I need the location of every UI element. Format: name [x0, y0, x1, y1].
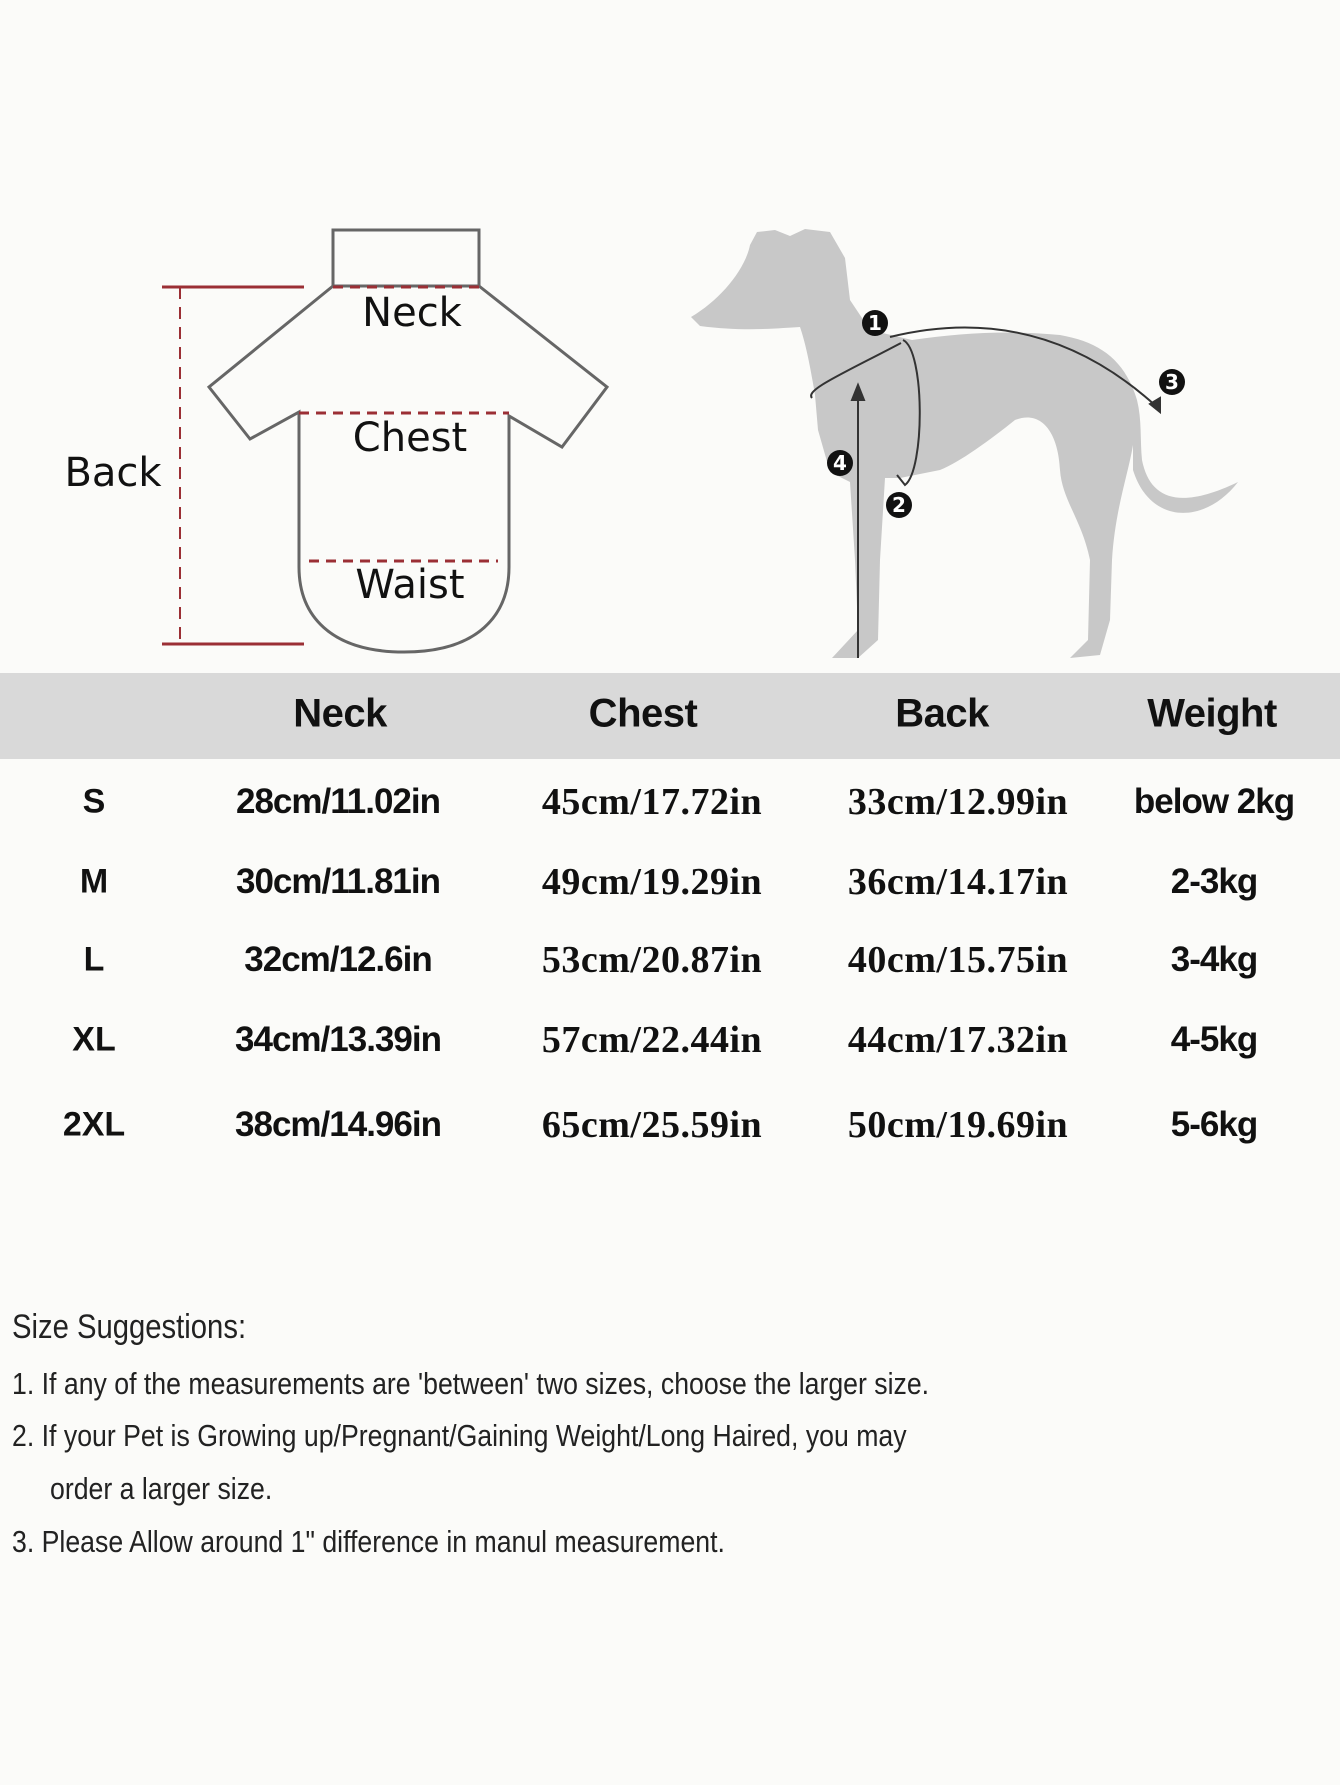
garment-label-neck: Neck [362, 290, 462, 336]
table-header-band [0, 673, 1340, 759]
cell-size: XL [72, 1020, 116, 1059]
cell-back: 33cm/12.99in [847, 781, 1069, 823]
cell-weight: 4-5kg [1170, 1020, 1258, 1059]
cell-size: 2XL [62, 1105, 126, 1144]
dog-marker-3: 3 [1159, 369, 1185, 395]
cell-chest: 45cm/17.72in [541, 781, 763, 823]
suggestions-title: Size Suggestions: [12, 1308, 247, 1346]
dog-measure-lines [810, 326, 1161, 658]
suggestion-3: 3. Please Allow around 1" difference in … [12, 1524, 725, 1559]
suggestion-2: 2. If your Pet is Growing up/Pregnant/Ga… [12, 1418, 907, 1453]
cell-chest: 49cm/19.29in [541, 861, 763, 903]
suggestion-1: 1. If any of the measurements are 'betwe… [12, 1366, 930, 1401]
cell-neck: 38cm/14.96in [235, 1105, 442, 1144]
dog-marker-1: 1 [862, 310, 888, 336]
cell-weight: 2-3kg [1170, 862, 1258, 901]
cell-neck: 32cm/12.6in [244, 940, 432, 979]
garment-measure-lines [162, 285, 509, 646]
garment-label-back: Back [64, 450, 162, 496]
cell-chest: 57cm/22.44in [541, 1019, 763, 1061]
suggestion-2-continued: order a larger size. [50, 1471, 273, 1506]
cell-weight: 5-6kg [1170, 1105, 1258, 1144]
dog-silhouette [691, 229, 1238, 658]
header-neck: Neck [293, 691, 387, 736]
cell-size: L [83, 940, 105, 979]
svg-text:3: 3 [1165, 370, 1179, 394]
cell-weight: below 2kg [1133, 782, 1295, 821]
header-back: Back [895, 691, 989, 736]
cell-weight: 3-4kg [1170, 940, 1258, 979]
svg-text:1: 1 [868, 311, 882, 335]
cell-neck: 34cm/13.39in [235, 1020, 442, 1059]
garment-label-chest: Chest [352, 415, 468, 461]
measurement-diagram: 1 2 3 4 [162, 228, 1238, 658]
dog-marker-4: 4 [827, 450, 853, 476]
dog-marker-2: 2 [886, 492, 912, 518]
svg-text:2: 2 [892, 493, 906, 517]
cell-back: 36cm/14.17in [847, 861, 1069, 903]
cell-back: 50cm/19.69in [847, 1104, 1069, 1146]
cell-size: S [82, 782, 106, 821]
header-weight: Weight [1147, 691, 1277, 736]
header-chest: Chest [588, 691, 698, 736]
cell-neck: 30cm/11.81in [236, 862, 441, 901]
svg-text:4: 4 [833, 451, 847, 475]
cell-back: 44cm/17.32in [847, 1019, 1069, 1061]
cell-chest: 53cm/20.87in [541, 939, 763, 981]
cell-neck: 28cm/11.02in [236, 782, 441, 821]
garment-label-waist: Waist [355, 562, 465, 608]
cell-size: M [79, 862, 109, 901]
cell-back: 40cm/15.75in [847, 939, 1069, 981]
cell-chest: 65cm/25.59in [541, 1104, 763, 1146]
